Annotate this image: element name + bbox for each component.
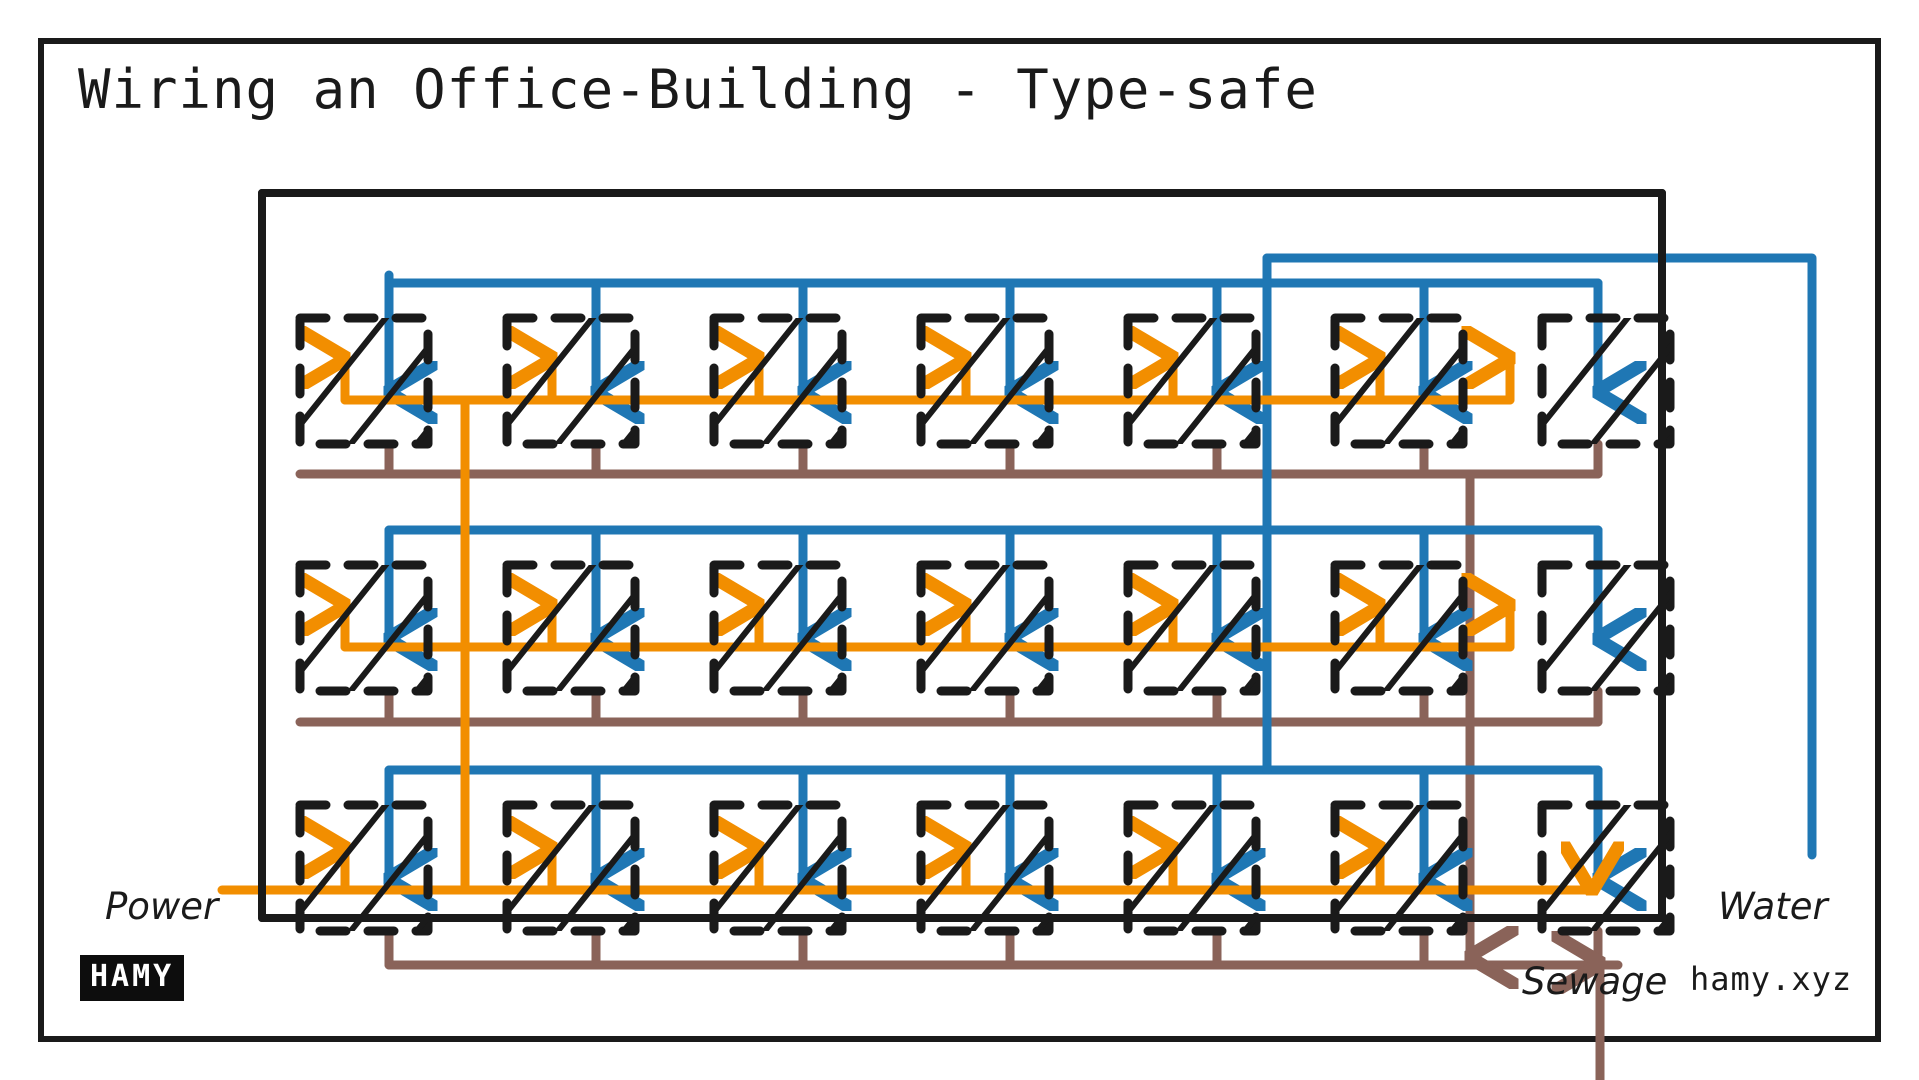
slide-frame	[38, 38, 1881, 1042]
room-box	[1537, 313, 1675, 449]
sewage-label: Sewage	[1522, 960, 1668, 1003]
room-box	[916, 560, 1054, 696]
room-box	[502, 560, 640, 696]
room-box	[1123, 313, 1261, 449]
room-box	[709, 313, 847, 449]
site-url: hamy.xyz	[1690, 960, 1853, 998]
rooms-layer	[295, 313, 1675, 936]
water-network	[389, 253, 1817, 877]
room-box	[1123, 800, 1261, 936]
room-box	[295, 800, 433, 936]
hamy-logo: HAMY	[80, 955, 185, 1001]
room-box	[1537, 560, 1675, 696]
page-title: Wiring an Office-Building - Type-safe	[78, 58, 1318, 121]
hamy-logo-text: HAMY	[90, 959, 175, 994]
room-hatching	[300, 318, 1670, 931]
room-box	[1330, 313, 1468, 449]
room-box	[709, 800, 847, 936]
room-box	[916, 800, 1054, 936]
room-box	[1330, 560, 1468, 696]
building-outline-top	[258, 189, 1666, 922]
water-label: Water	[1718, 885, 1828, 928]
room-box	[1537, 800, 1675, 936]
power-network	[217, 360, 1590, 890]
power-label: Power	[105, 885, 219, 928]
room-box	[916, 313, 1054, 449]
room-box	[1123, 560, 1261, 696]
room-box	[295, 560, 433, 696]
room-box	[709, 560, 847, 696]
room-box	[502, 313, 640, 449]
room-box	[1330, 800, 1468, 936]
room-box	[295, 313, 433, 449]
room-box	[502, 800, 640, 936]
